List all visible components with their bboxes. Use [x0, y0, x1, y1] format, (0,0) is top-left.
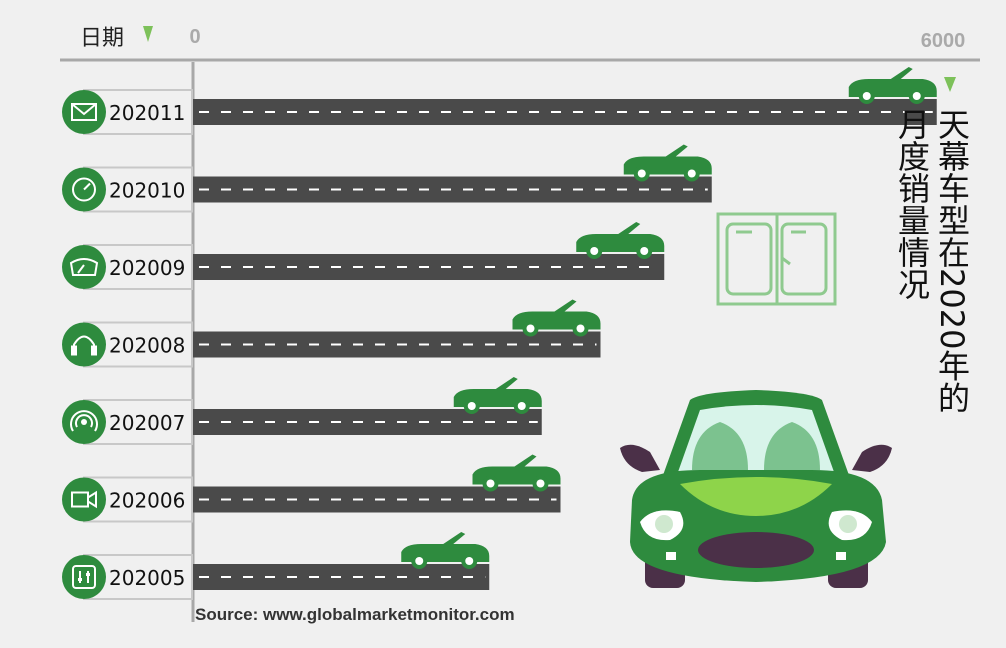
sports-car-icon — [848, 67, 937, 104]
y-tick-label: 202010 — [109, 179, 185, 203]
sports-car-icon — [512, 299, 601, 337]
sports-car-icon — [576, 222, 665, 259]
chart-title: 天幕车型在2020年的月度销量情况 — [893, 108, 971, 414]
triangle-down-icon — [944, 77, 956, 92]
x-tick-label: 6000 — [921, 30, 966, 52]
sports-car-icon — [401, 532, 490, 569]
video-camera-icon — [62, 477, 106, 522]
bar-rows: 202011 202010 202009 202008 202007 202006 2020… — [62, 67, 937, 600]
car-front-illustration — [620, 390, 892, 588]
mail-icon — [62, 90, 106, 134]
y-tick-label: 202008 — [109, 334, 185, 358]
sports-car-icon — [453, 377, 542, 414]
bar — [193, 331, 601, 358]
source-note: Source: www.globalmarketmonitor.com — [195, 605, 515, 624]
bar — [193, 99, 937, 125]
headphones-icon — [62, 322, 106, 367]
x-tick-label: 0 — [189, 26, 200, 48]
sports-car-icon — [623, 144, 712, 182]
y-tick-label: 202006 — [109, 489, 185, 513]
axis-title: 日期 — [80, 26, 124, 51]
y-tick-label: 202011 — [109, 101, 185, 125]
triangle-down-icon — [143, 26, 153, 42]
signal-icon — [62, 400, 106, 444]
windshield-icon — [62, 245, 106, 289]
bar — [193, 564, 490, 590]
y-tick-label: 202009 — [109, 256, 185, 280]
equalizer-icon — [62, 555, 106, 599]
speedometer-icon — [62, 167, 106, 212]
sports-car-icon — [472, 454, 561, 492]
y-tick-label: 202007 — [109, 411, 185, 435]
y-tick-label: 202005 — [109, 566, 185, 590]
car-doors-icon — [716, 212, 837, 306]
